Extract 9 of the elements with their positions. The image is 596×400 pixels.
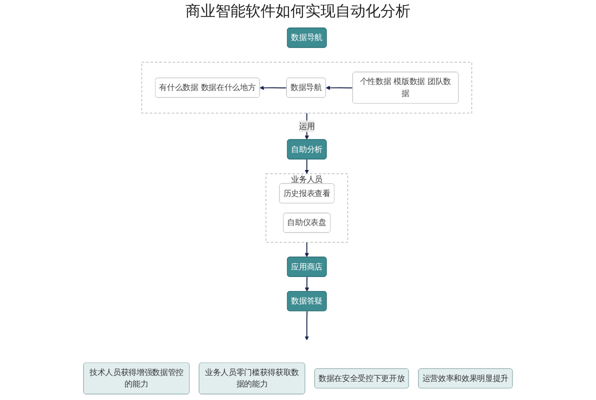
arrow (260, 86, 288, 90)
arrow (304, 112, 309, 140)
arrow (304, 158, 309, 174)
cluster (142, 62, 472, 114)
arrow (304, 310, 309, 340)
arrow (304, 242, 309, 258)
diagram-title: 商业智能软件如何实现自动化分析 (184, 2, 412, 21)
arrow (326, 86, 354, 90)
arrow (304, 276, 310, 292)
